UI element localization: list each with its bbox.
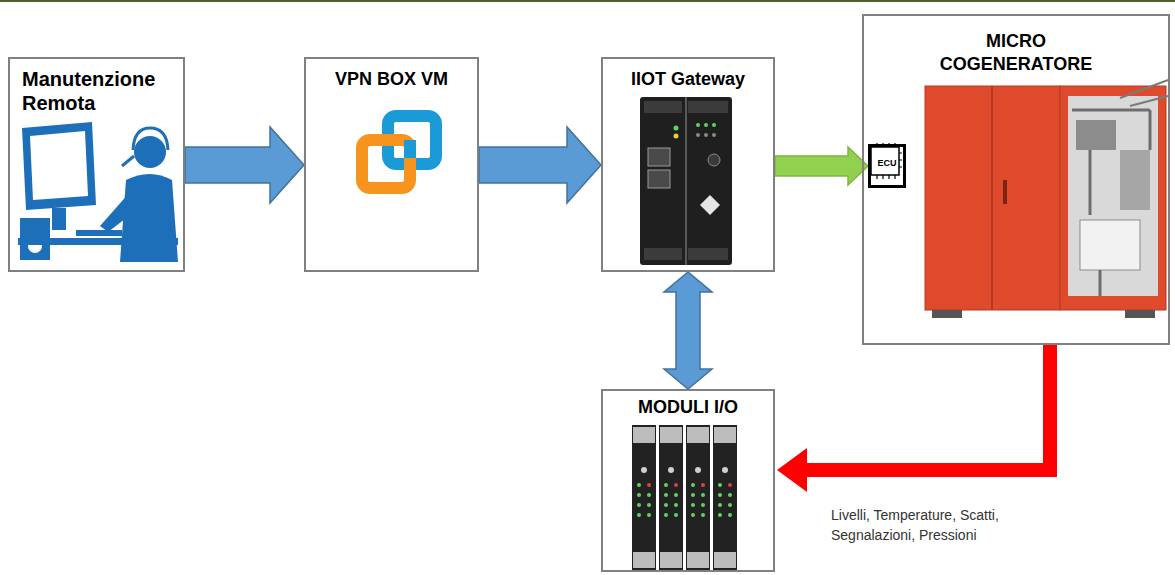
vm-box: VPN BOX VM xyxy=(304,57,479,272)
node-title: MODULI I/O xyxy=(611,397,765,419)
ecu-box: ECU xyxy=(868,144,906,188)
vmware-logo xyxy=(362,116,436,188)
block-arrow xyxy=(185,127,304,203)
node-title: IIOT Gateway xyxy=(611,69,765,91)
gateway-box: IIOT Gateway xyxy=(601,57,775,272)
cogenerator-picture xyxy=(925,80,1168,318)
io-box: MODULI I/O xyxy=(601,389,775,572)
signal-line xyxy=(807,345,1050,470)
flow-arrow xyxy=(777,345,1050,492)
node-title: Manutenzione Remota xyxy=(22,67,171,115)
io-modules xyxy=(632,425,737,570)
arrow-head xyxy=(777,448,807,492)
station-box: Manutenzione Remota xyxy=(8,57,185,272)
ecu-chip xyxy=(868,143,902,179)
block-arrow xyxy=(664,272,712,389)
node-title: ECU xyxy=(871,147,903,179)
node-title: MICRO COGENERATORE xyxy=(929,30,1104,75)
block-arrow xyxy=(775,147,868,185)
flow-arrow xyxy=(775,147,868,185)
signal-label: Livelli, Temperature, Scatti, Segnalazio… xyxy=(828,504,1039,547)
node-title: VPN BOX VM xyxy=(314,69,469,91)
block-arrow xyxy=(479,127,601,203)
machine-box: MICRO COGENERATORE ECU xyxy=(862,14,1170,345)
operator-icon xyxy=(18,122,178,262)
flow-arrow xyxy=(185,127,304,203)
gateway-device xyxy=(640,97,732,265)
flow-arrow xyxy=(479,127,601,203)
top-rule xyxy=(0,0,1175,2)
flow-arrow xyxy=(664,272,712,389)
